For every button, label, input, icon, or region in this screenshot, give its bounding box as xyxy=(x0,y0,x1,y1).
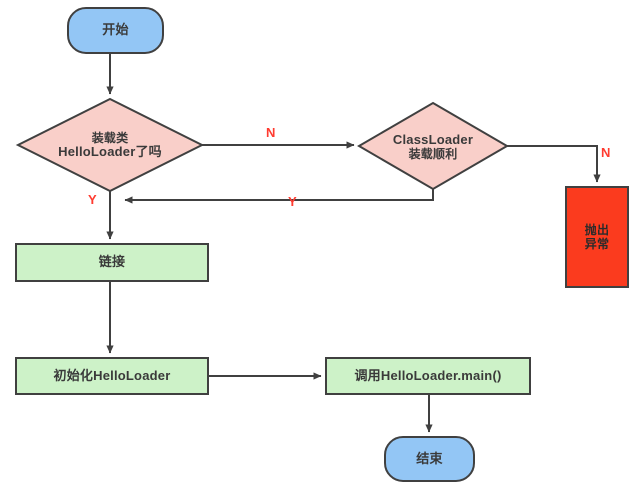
node-init-shape[interactable] xyxy=(15,357,209,395)
edge-label-yes-back: Y xyxy=(288,194,297,209)
edge-classloader-no-to-exception xyxy=(507,145,601,183)
node-start-shape[interactable] xyxy=(67,7,164,54)
edge-label-no-exception: N xyxy=(601,145,611,160)
node-end-shape[interactable] xyxy=(384,436,475,482)
node-decision-loaded-shape[interactable] xyxy=(15,97,205,193)
edge-classloader-yes-back xyxy=(124,189,434,204)
node-decision-classloader-shape[interactable] xyxy=(357,101,509,191)
edge-label-no-classloader: N xyxy=(266,125,276,140)
node-invoke-main-shape[interactable] xyxy=(325,357,531,395)
edge-label-yes-link: Y xyxy=(88,192,97,207)
node-link-shape[interactable] xyxy=(15,243,209,282)
node-throw-exception-shape[interactable] xyxy=(565,186,629,288)
